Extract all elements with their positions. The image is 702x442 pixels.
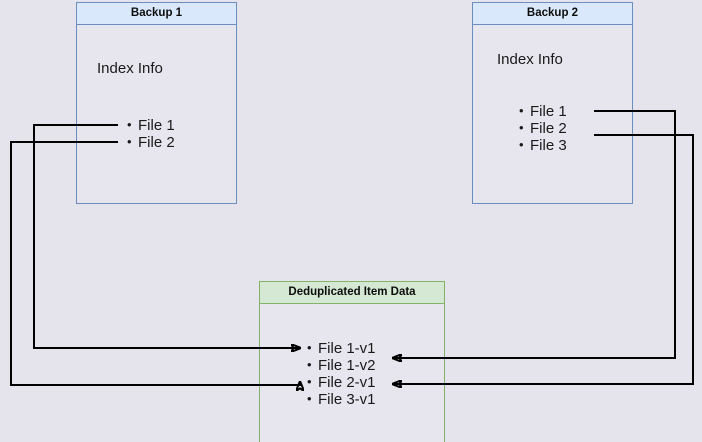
dedup-item: File 1-v2	[307, 356, 376, 374]
backup-2-file-list: File 1 File 2 File 3	[519, 102, 567, 154]
backup-1-file-list: File 1 File 2	[127, 116, 175, 151]
dedup-item: File 2-v1	[307, 373, 376, 391]
backup-1-box: Backup 1	[76, 2, 237, 204]
edge-backup2-file2-to-dedup-file2v1	[393, 134, 694, 384]
edge-backup2-file1-to-dedup-file1v2	[393, 110, 676, 358]
backup-2-file-item: File 2	[519, 119, 567, 137]
backup-1-file-item: File 2	[127, 133, 175, 151]
edge-backup1-file1-to-dedup-file1v1	[33, 124, 300, 348]
deduplicated-item-list: File 1-v1 File 1-v2 File 2-v1 File 3-v1	[307, 339, 376, 408]
backup-1-index-label: Index Info	[97, 60, 163, 77]
backup-2-index-label: Index Info	[497, 51, 563, 68]
edge-backup1-file2-to-dedup-file2v1	[10, 141, 300, 385]
backup-2-file-item: File 3	[519, 136, 567, 154]
backup-1-header: Backup 1	[77, 3, 236, 25]
backup-2-file-item: File 1	[519, 102, 567, 120]
backup-2-header: Backup 2	[473, 3, 632, 25]
deduplicated-item-data-header: Deduplicated Item Data	[260, 282, 444, 304]
dedup-item: File 1-v1	[307, 339, 376, 357]
backup-1-file-item: File 1	[127, 116, 175, 134]
backup-2-box: Backup 2	[472, 2, 633, 204]
dedup-item: File 3-v1	[307, 390, 376, 408]
